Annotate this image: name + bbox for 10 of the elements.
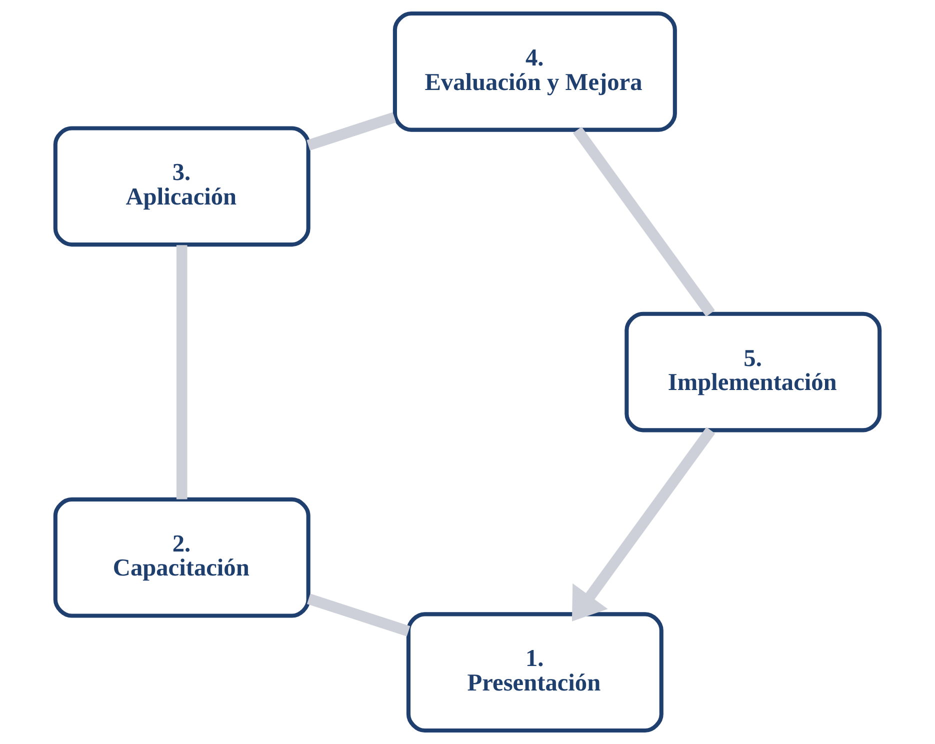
- node-box: 1. Presentación: [406, 612, 664, 733]
- connector: [306, 112, 396, 150]
- arrow: [572, 427, 716, 622]
- node-box: 2. Capacitación: [53, 497, 310, 618]
- connector: [572, 126, 715, 317]
- connector: [176, 245, 188, 500]
- connector: [306, 594, 410, 636]
- node-box: 3. Aplicación: [53, 126, 310, 247]
- node-box: 5. Implementación: [624, 312, 882, 432]
- node-box: 4. Evaluación y Mejora: [392, 11, 677, 132]
